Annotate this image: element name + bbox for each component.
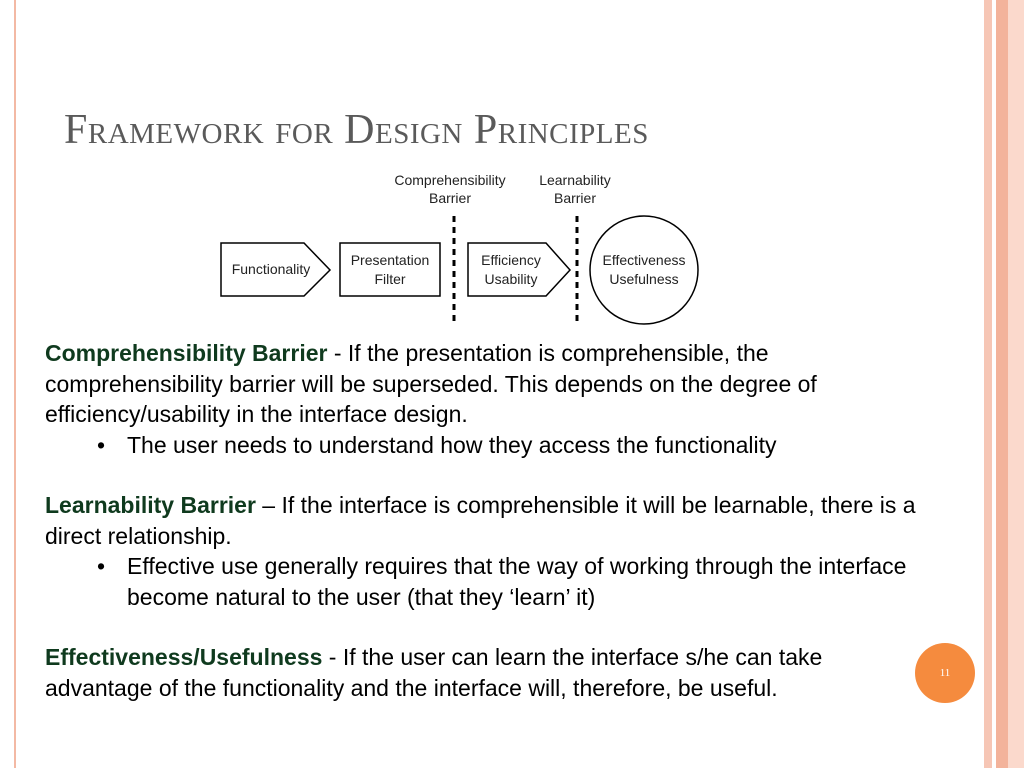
usability-label: Usability <box>485 271 538 287</box>
barrier2-label-2: Barrier <box>554 190 596 206</box>
slide-body: Comprehensibility Barrier - If the prese… <box>45 338 925 703</box>
section-effectiveness: Effectiveness/Usefulness - If the user c… <box>45 642 925 703</box>
functionality-shape <box>220 242 332 297</box>
slide-number-badge: 11 <box>915 643 975 703</box>
bullet-text: Effective use generally requires that th… <box>127 553 907 610</box>
slide-left-border <box>0 0 16 768</box>
term-learnability: Learnability Barrier <box>45 492 256 518</box>
barrier2-label: Learnability <box>539 172 611 188</box>
text-comprehensibility: - If the presentation is comprehensible,… <box>45 340 817 427</box>
bullet-learnability: • Effective use generally requires that … <box>45 551 925 612</box>
usefulness-label: Usefulness <box>609 271 678 287</box>
text-effectiveness: - If the user can learn the interface s/… <box>45 644 823 701</box>
term-effectiveness: Effectiveness/Usefulness <box>45 644 323 670</box>
bullet-glyph: • <box>97 431 106 458</box>
presentation-filter-box <box>339 242 441 297</box>
term-comprehensibility: Comprehensibility Barrier <box>45 340 328 366</box>
bullet-comprehensibility: • The user needs to understand how they … <box>45 430 925 461</box>
efficiency-label: Efficiency <box>481 252 541 268</box>
presentation-label: Presentation <box>351 252 430 268</box>
section-learnability: Learnability Barrier – If the interface … <box>45 490 925 551</box>
effectiveness-label: Effectiveness <box>602 252 685 268</box>
decorative-stripes <box>978 0 1024 768</box>
section-comprehensibility: Comprehensibility Barrier - If the prese… <box>45 338 925 430</box>
filter-label: Filter <box>374 271 405 287</box>
functionality-label: Functionality <box>232 261 311 277</box>
bullet-glyph: • <box>97 553 106 579</box>
barrier1-label-2: Barrier <box>429 190 471 206</box>
slide-number: 11 <box>939 667 951 679</box>
efficiency-usability-shape <box>467 242 572 297</box>
effectiveness-circle <box>589 215 699 325</box>
page-title: Framework for Design Principles <box>64 107 649 153</box>
text-learnability: – If the interface is comprehensible it … <box>45 492 916 549</box>
bullet-text: The user needs to understand how they ac… <box>127 431 777 458</box>
barrier1-label: Comprehensibility <box>394 172 505 188</box>
framework-diagram: Comprehensibility Barrier Learnability B… <box>220 172 699 326</box>
